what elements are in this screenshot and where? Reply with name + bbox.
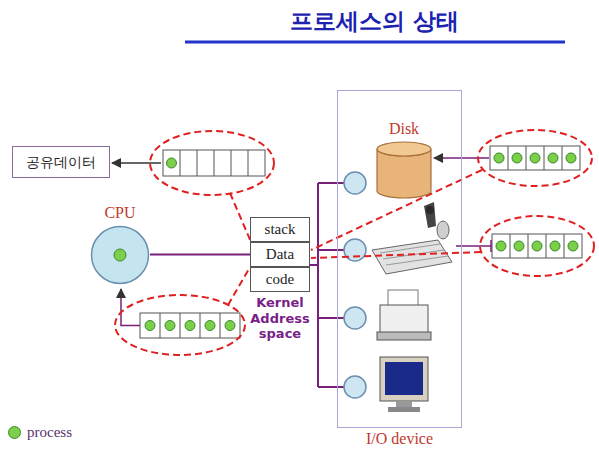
node-label: Data [266, 246, 294, 263]
legend-label: process [27, 424, 72, 441]
page-title: 프로세스의 상태 [185, 6, 565, 37]
monitor-frame [380, 357, 428, 401]
device-panel: I/O deviceDisk [337, 90, 462, 428]
dashed-leader [228, 267, 250, 305]
printer-tray [377, 332, 431, 340]
kernel-address-space: Kernel Address spacestackDatacode [250, 217, 310, 292]
queue-box [140, 313, 240, 338]
queue-box [163, 150, 265, 176]
disk-outline [376, 141, 432, 199]
node-heading: I/O device [366, 430, 433, 448]
queue-arrow [121, 289, 140, 326]
bus-wire [310, 264, 318, 266]
disk-queue [311, 130, 592, 250]
camera-lens [426, 206, 434, 214]
node-label: stack [265, 221, 296, 238]
keyboard-body [372, 240, 452, 274]
node-heading: CPU [104, 204, 135, 222]
process-dots [145, 321, 235, 331]
connector-line [150, 254, 250, 256]
keyboard-queue [311, 216, 594, 276]
disk-top [377, 142, 431, 156]
node-heading: Kernel Address space [247, 295, 313, 342]
title-underline [185, 41, 565, 44]
ready-queue [115, 267, 250, 355]
cpu-outline [90, 225, 150, 285]
process-dots [496, 241, 578, 251]
node-label: code [266, 271, 294, 288]
mouse-icon [437, 221, 449, 239]
process-dot [167, 158, 177, 168]
printer-icon [377, 290, 431, 340]
cpu-disc [92, 227, 149, 284]
device-controller [344, 172, 366, 398]
data-box: Data [250, 242, 310, 267]
controller-circle [344, 376, 366, 398]
dashed-ellipse [478, 130, 592, 186]
queue-cells [160, 313, 220, 338]
disk-cylinder: Disk [376, 141, 432, 199]
queue-cells [508, 146, 562, 170]
queue-cells [180, 150, 248, 176]
dashed-ellipse [115, 295, 245, 355]
device-bus [310, 183, 344, 387]
controller-circle [344, 307, 366, 329]
node-label: 공유데이터 [26, 154, 96, 170]
keyboard-icon [372, 202, 452, 274]
stack-box: stack [250, 217, 310, 242]
process-dots [494, 153, 576, 163]
camera-icon [424, 202, 436, 228]
monitor-base [388, 407, 420, 412]
controller-circle [344, 172, 366, 194]
node-heading: Disk [389, 120, 419, 138]
queue-cells [510, 234, 564, 258]
cpu-circle: CPU [90, 225, 150, 285]
dashed-leader [230, 193, 251, 242]
bus-wire [317, 183, 319, 387]
queue-box [492, 234, 582, 258]
monitor-icon [380, 357, 428, 412]
legend-entry: process [8, 424, 72, 441]
process-dot [114, 249, 126, 261]
shared-data-box: 공유데이터 [12, 146, 110, 178]
dashed-ellipse [480, 216, 594, 276]
dashed-ellipse [150, 131, 274, 195]
code-box: code [250, 267, 310, 292]
bus-wire [318, 183, 344, 387]
monitor-screen [385, 362, 423, 395]
printer-paper [388, 290, 418, 307]
queue-arrow [112, 162, 161, 164]
printer-body [380, 305, 428, 333]
queue-box [490, 146, 580, 170]
legend-swatch [8, 426, 21, 439]
monitor-stand [396, 401, 412, 407]
